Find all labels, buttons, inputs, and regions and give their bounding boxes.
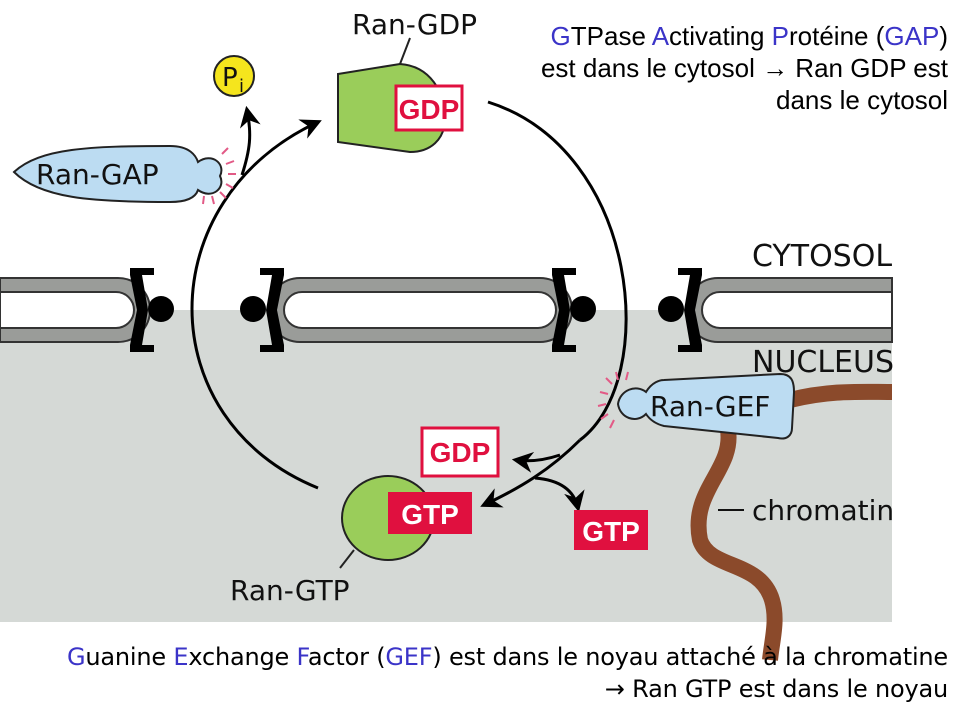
- gdp-released-label: GDP: [430, 437, 491, 468]
- cycle-arrow-export: [190, 119, 322, 490]
- phosphate: P i: [213, 55, 255, 97]
- highlighted-initial: GEF: [385, 643, 433, 671]
- note-text: ctivating: [669, 21, 772, 51]
- activity-burst-icon: [202, 147, 236, 205]
- arrow-to-gtp: [480, 438, 582, 508]
- ran-gef-label: Ran-GEF: [650, 390, 770, 423]
- cycle-arc-import: [487, 100, 628, 442]
- highlighted-initial: GAP: [884, 21, 940, 51]
- highlighted-initial: F: [296, 643, 309, 671]
- ran-gtp-label: Ran-GTP: [230, 574, 350, 607]
- highlighted-initial: A: [651, 21, 670, 51]
- chromatin-fiber: [690, 383, 893, 661]
- activity-burst-icon: [597, 371, 629, 429]
- cytosol-label: CYTOSOL: [752, 239, 892, 274]
- ran-gap-protein: Ran-GAP: [12, 144, 236, 205]
- nuclear-pore-left: [130, 268, 284, 352]
- highlighted-initial: E: [173, 643, 189, 671]
- arrow-gtp-entry: [534, 476, 585, 513]
- gtp-free-label: GTP: [582, 516, 640, 547]
- ran-gtp-complex: GTP: [339, 475, 472, 569]
- gtp-free: GTP: [574, 510, 648, 550]
- note-text: actor (: [307, 643, 386, 671]
- phosphate-p: P: [222, 63, 238, 93]
- gap-explanation-note: GTPase Activating Protéine (GAP) est dan…: [528, 20, 948, 116]
- gdp-released: GDP: [420, 426, 500, 478]
- ran-gap-label: Ran-GAP: [36, 158, 159, 191]
- chromatin-label: chromatin: [752, 494, 894, 527]
- arrow-gdp-release: [511, 451, 561, 473]
- note-text: (: [875, 21, 885, 51]
- gef-explanation-note: Guanine Exchange Factor (GEF) est dans l…: [48, 641, 948, 705]
- highlighted-initial: G: [550, 21, 571, 51]
- gtp-bound-label: GTP: [401, 499, 459, 530]
- note-text: ) est dans le noyau attaché à la chromat…: [432, 643, 948, 703]
- gdp-top-label: GDP: [399, 94, 460, 125]
- highlighted-initial: G: [66, 643, 86, 671]
- ran-gdp-complex: GDP: [337, 37, 464, 154]
- note-text: TPase: [570, 21, 652, 51]
- ran-gef-protein: Ran-GEF: [597, 371, 796, 440]
- note-text: ) est dans le cytosol → Ran GDP est dans…: [540, 21, 948, 115]
- note-text: rotéine: [789, 21, 876, 51]
- phosphate-i: i: [239, 76, 244, 97]
- nuclear-pore-right: [552, 268, 702, 352]
- arrow-pi-release: [239, 105, 261, 176]
- ran-gdp-label: Ran-GDP: [352, 8, 477, 41]
- highlighted-initial: P: [771, 21, 789, 51]
- note-text: uanine: [85, 643, 174, 671]
- note-text: xchange: [188, 643, 297, 671]
